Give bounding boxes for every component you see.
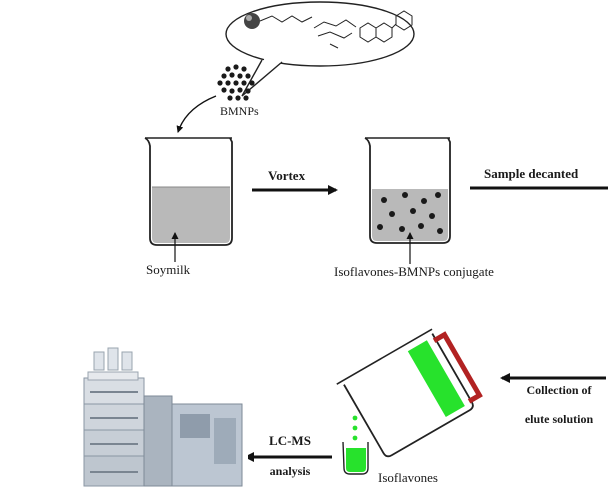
conjugate-beaker — [364, 137, 451, 244]
lc-ms-instrument-icon — [70, 347, 248, 490]
magnet-icon — [432, 331, 483, 404]
isoflavones-label: Isoflavones — [378, 470, 438, 485]
collection-label-line2: elute solution — [524, 412, 594, 426]
lcms-label-line2: analysis — [269, 464, 311, 478]
magnetic-bead-icon — [244, 13, 260, 29]
elute-drops — [352, 415, 358, 441]
tilted-elution-beaker — [336, 328, 483, 458]
lcms-label-line1: LC-MS — [269, 433, 311, 448]
molecule-structure-icon — [259, 10, 413, 49]
sample-decanted-label: Sample decanted — [484, 166, 579, 181]
soymilk-label: Soymilk — [146, 262, 191, 277]
isoflavones-vial — [342, 441, 369, 475]
nanoparticle-cluster-icon — [217, 64, 255, 101]
bmnps-label: BMNPs — [220, 104, 259, 118]
conjugate-particles — [377, 192, 443, 234]
molecule-callout-bubble — [225, 1, 415, 97]
collection-label-line1: Collection of — [526, 383, 592, 397]
conjugate-label: Isoflavones-BMNPs conjugate — [334, 264, 494, 279]
soymilk-beaker — [144, 137, 233, 246]
add-bmnps-arrow — [176, 95, 217, 133]
vortex-label: Vortex — [268, 168, 306, 183]
